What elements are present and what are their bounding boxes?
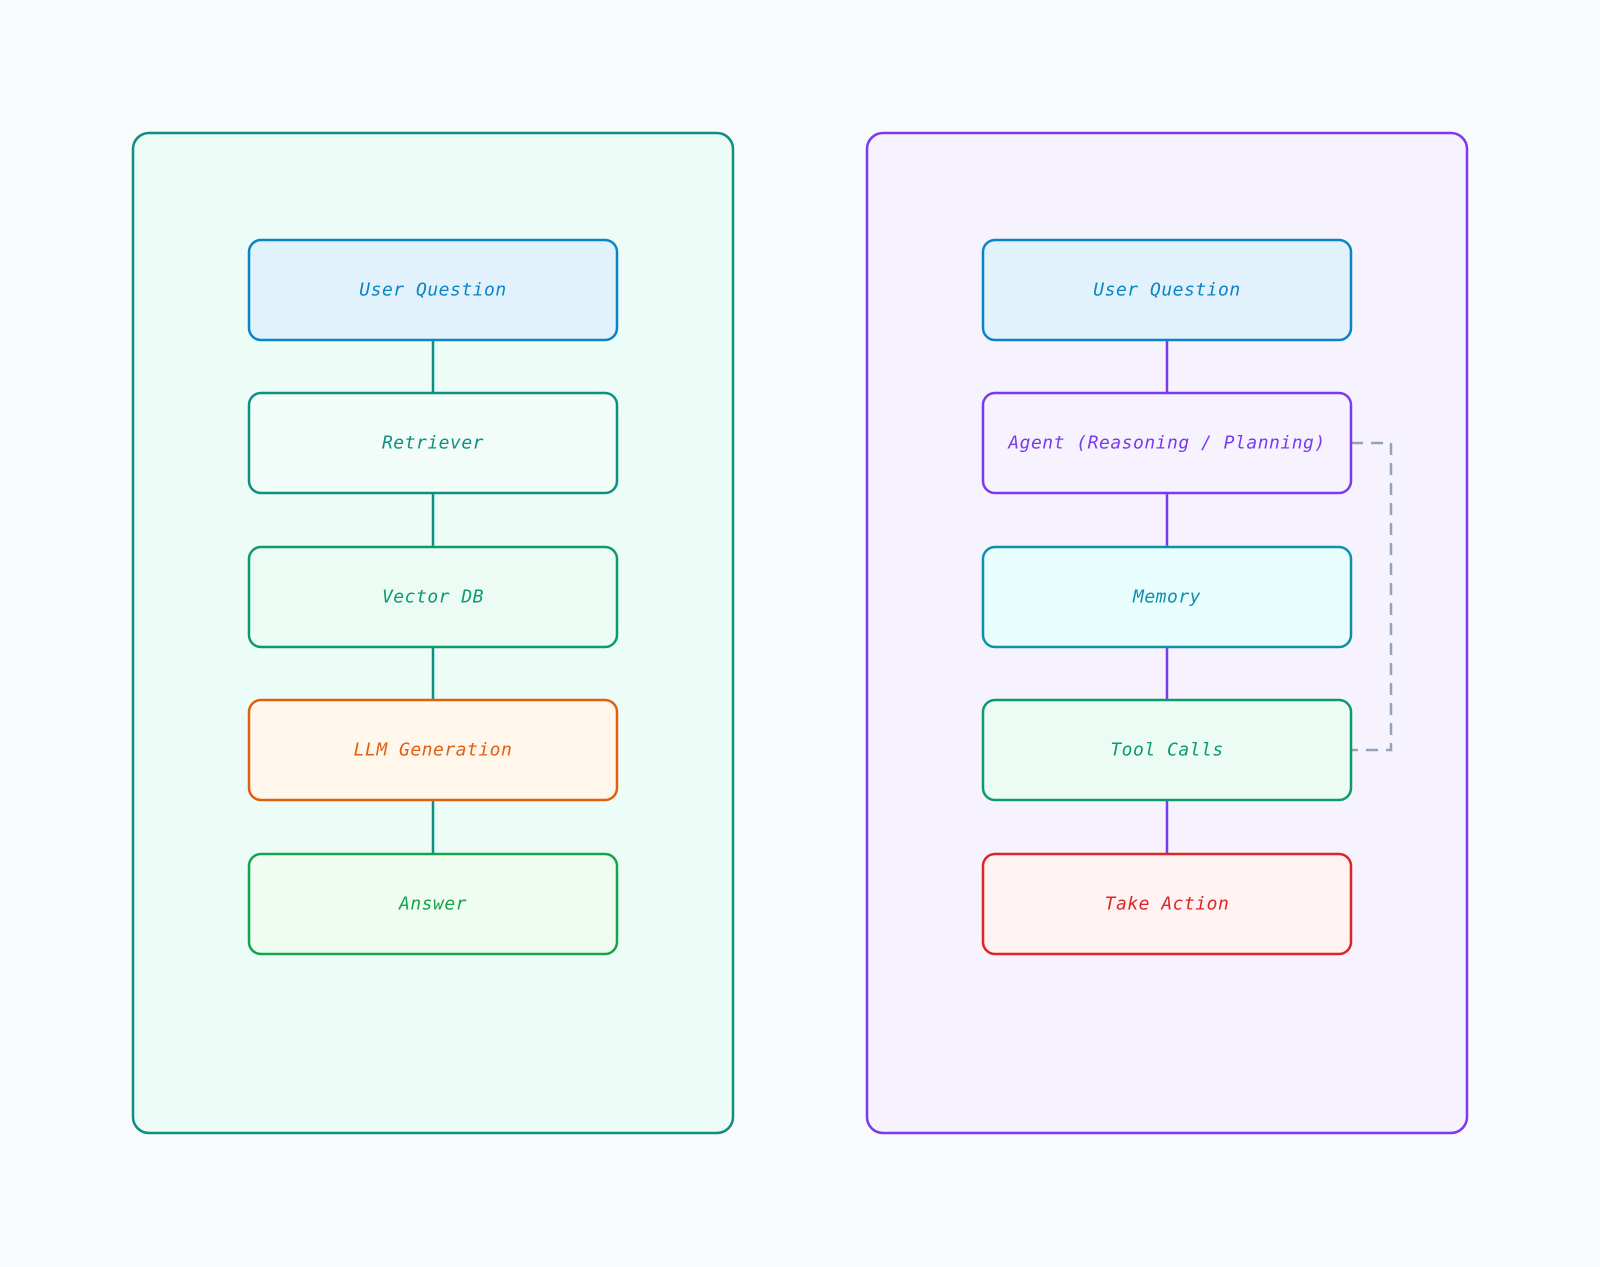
node-label: Agent (Reasoning / Planning) [1007, 433, 1325, 454]
node-label: Tool Calls [1110, 740, 1223, 761]
node-label: Vector DB [382, 587, 484, 608]
node-box [981, 852, 1353, 956]
node-label: User Question [1093, 280, 1240, 301]
node-label: Answer [398, 894, 467, 915]
node-box [981, 698, 1353, 802]
node-label: Take Action [1105, 894, 1230, 915]
node-box [247, 545, 619, 649]
node-label: User Question [359, 280, 506, 301]
node-rag-4[interactable]: Answer [247, 852, 619, 956]
node-box [247, 238, 619, 342]
node-agent-4[interactable]: Take Action [981, 852, 1353, 956]
node-box [247, 698, 619, 802]
node-box [981, 391, 1353, 495]
node-agent-1[interactable]: Agent (Reasoning / Planning) [981, 391, 1353, 495]
node-label: Retriever [382, 433, 484, 454]
node-box [247, 852, 619, 956]
node-rag-0[interactable]: User Question [247, 238, 619, 342]
node-agent-3[interactable]: Tool Calls [981, 698, 1353, 802]
feedback-loop-agent [1351, 441, 1393, 752]
node-box [981, 545, 1353, 649]
node-rag-3[interactable]: LLM Generation [247, 698, 619, 802]
node-box [247, 391, 619, 495]
node-agent-0[interactable]: User Question [981, 238, 1353, 342]
node-rag-2[interactable]: Vector DB [247, 545, 619, 649]
node-agent-2[interactable]: Memory [981, 545, 1353, 649]
node-label: LLM Generation [354, 740, 513, 761]
node-rag-1[interactable]: Retriever [247, 391, 619, 495]
node-box [981, 238, 1353, 342]
node-label: Memory [1132, 587, 1201, 608]
